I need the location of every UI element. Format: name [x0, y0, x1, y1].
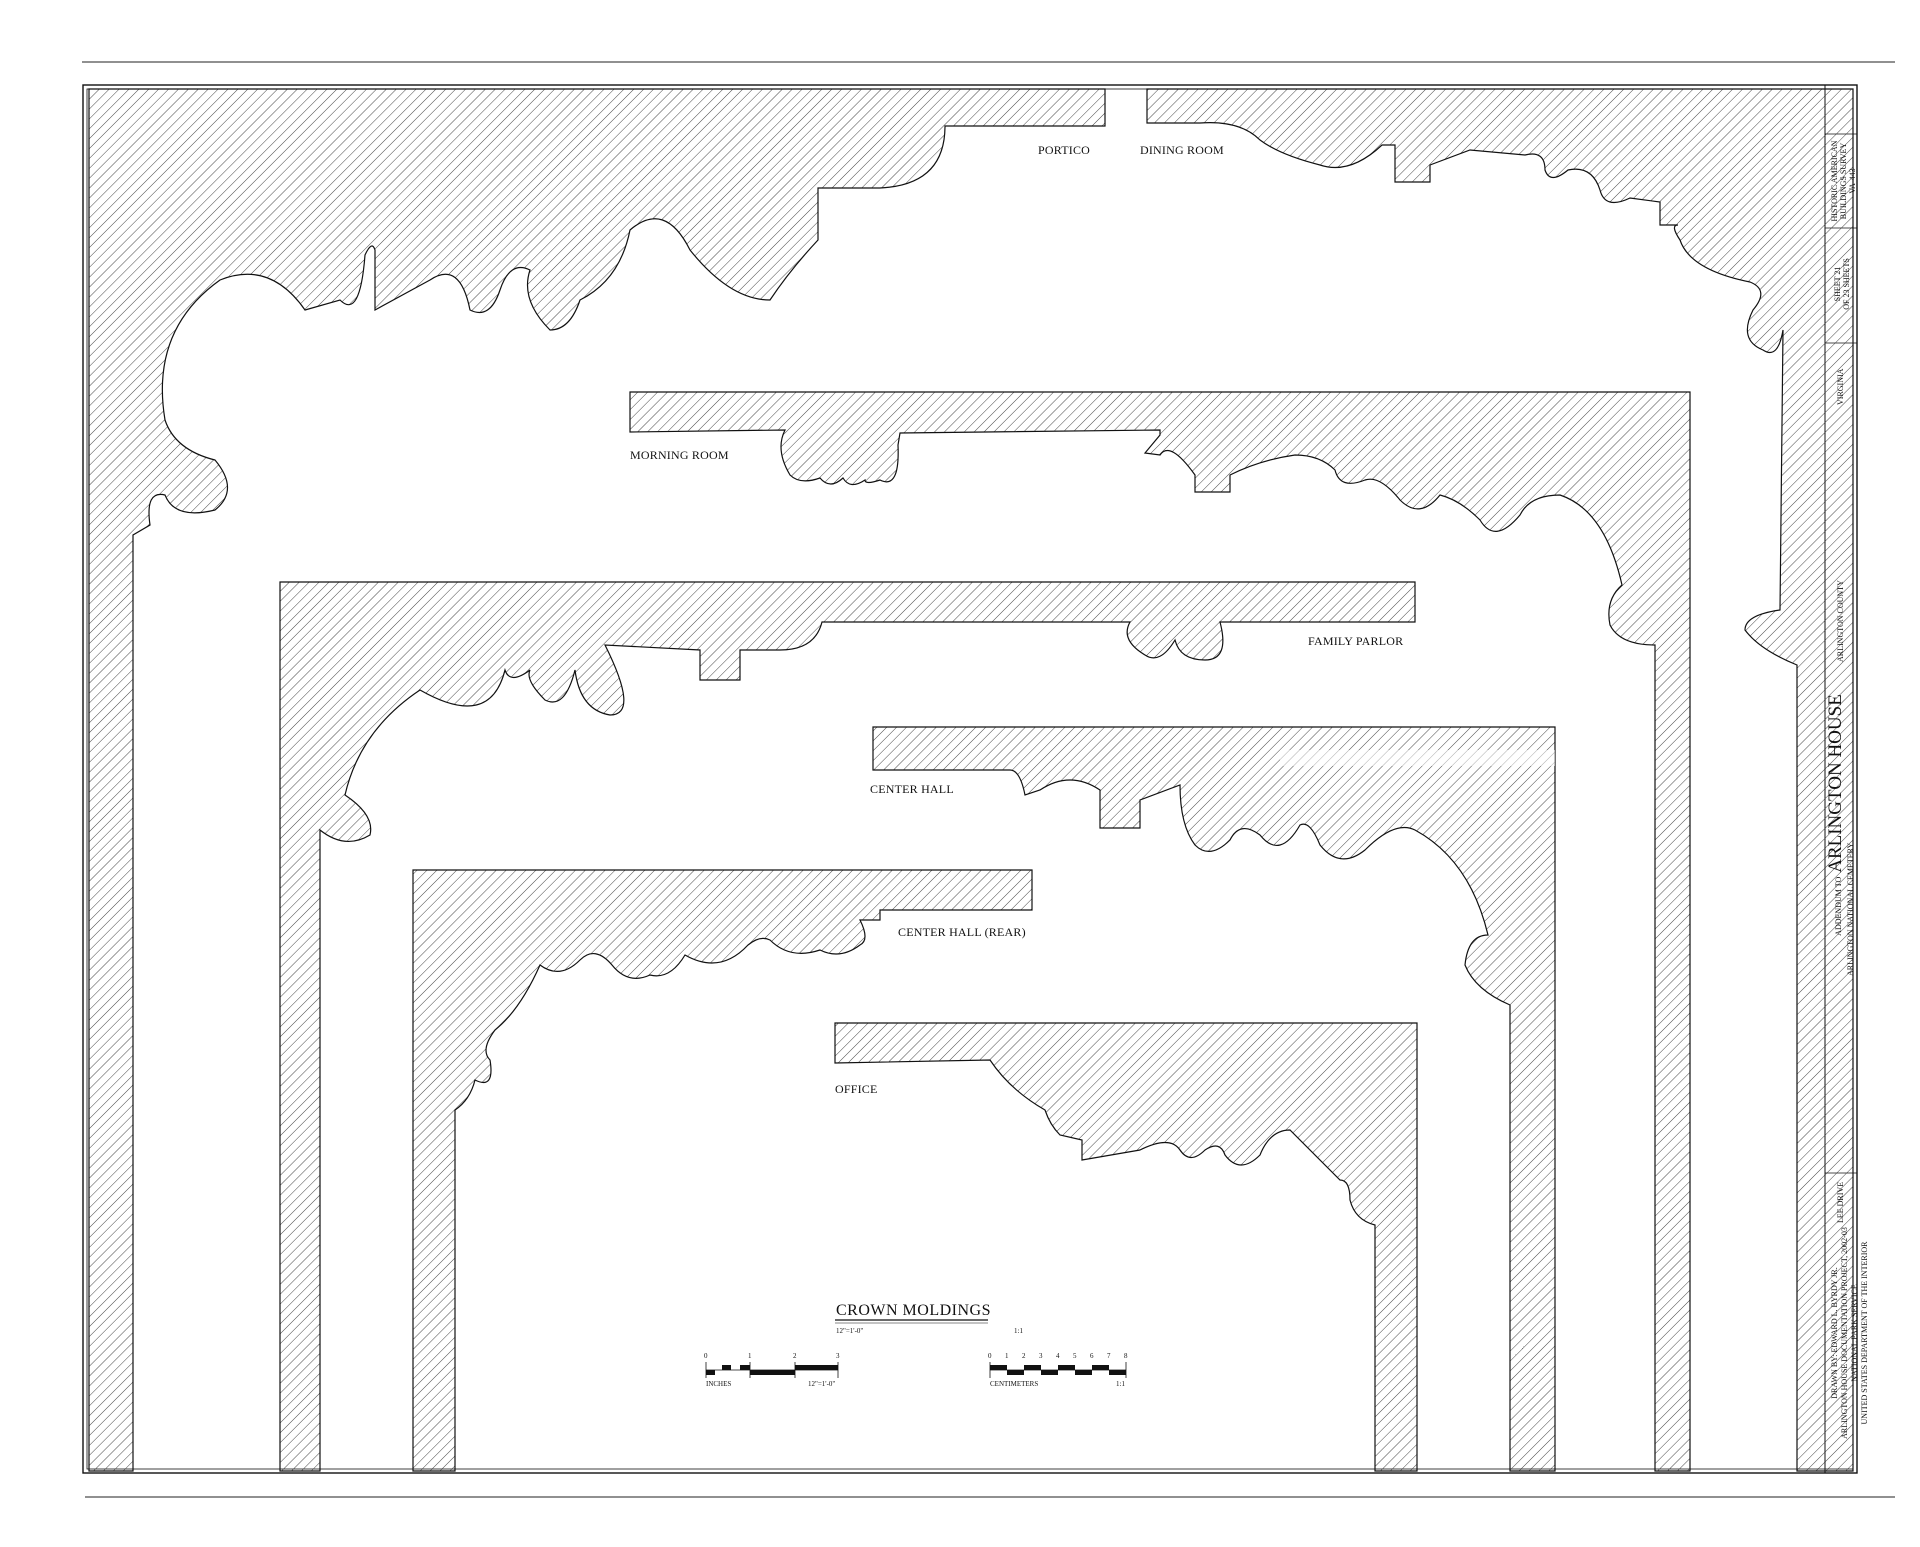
- molding-center-hall: [872, 726, 1556, 1472]
- cm-tick-6: 6: [1090, 1352, 1094, 1360]
- cm-tick-3: 3: [1039, 1352, 1043, 1360]
- label-center-hall-rear: CENTER HALL (REAR): [898, 925, 1026, 939]
- molding-center-hall-rear: [412, 869, 1033, 1472]
- scale-bar-inches: [705, 1362, 839, 1378]
- cm-tick-7: 7: [1107, 1352, 1111, 1360]
- molding-office: [834, 1022, 1418, 1472]
- drawing-title-scale-right: 1:1: [1014, 1327, 1023, 1335]
- inch-tick-1: 1: [748, 1352, 752, 1360]
- inch-scale-ratio: 12"=1'-0": [808, 1380, 836, 1388]
- title-block-drawn-by: DRAWN BY: EDWARD L. BYRDY JR.: [1830, 1267, 1839, 1399]
- label-portico: PORTICO: [1038, 143, 1091, 157]
- title-block-state: VIRGINIA: [1836, 368, 1845, 405]
- inch-scale-label: INCHES: [706, 1380, 732, 1388]
- cm-tick-4: 4: [1056, 1352, 1060, 1360]
- cm-tick-8: 8: [1124, 1352, 1128, 1360]
- frame-outer: [82, 84, 1858, 1474]
- title-block-project-line: ARLINGTON HOUSE DOCUMENTATION PROJECT, 2…: [1840, 1227, 1849, 1439]
- molding-family-parlor: [279, 581, 1416, 1472]
- title-block-addendum: ADDENDUM TO: [1834, 876, 1843, 936]
- cm-tick-0: 0: [988, 1352, 992, 1360]
- title-block-department: UNITED STATES DEPARTMENT OF THE INTERIOR: [1860, 1241, 1869, 1425]
- inch-tick-0: 0: [704, 1352, 708, 1360]
- inch-tick-3: 3: [836, 1352, 840, 1360]
- title-block-cemetery: ARLINGTON NATIONAL CEMETERY: [1846, 842, 1855, 976]
- drawing-title: CROWN MOLDINGS: [836, 1302, 991, 1319]
- label-morning-room: MORNING ROOM: [630, 448, 729, 462]
- label-family-parlor: FAMILY PARLOR: [1308, 634, 1404, 648]
- scan-fade-band: [1280, 750, 1555, 766]
- molding-morning-room: [629, 391, 1691, 1472]
- title-block-survey: HISTORIC AMERICAN BUILDINGS SURVEY VA-44…: [1830, 140, 1857, 222]
- drawing-title-scale-left: 12"=1'-0": [836, 1327, 864, 1335]
- title-block-project: ADDENDUM TO ARLINGTON HOUSE: [1825, 655, 1847, 975]
- label-center-hall: CENTER HALL: [870, 782, 954, 796]
- scale-bar-centimeters: [989, 1362, 1127, 1378]
- title-block-sheet: SHEET 21 OF 23 SHEETS: [1833, 258, 1851, 310]
- molding-dining-room: [1146, 88, 1854, 1472]
- cm-scale-ratio: 1:1: [1116, 1380, 1125, 1388]
- cm-tick-5: 5: [1073, 1352, 1077, 1360]
- cm-scale-label: CENTIMETERS: [990, 1380, 1039, 1388]
- title-block-county: ARLINGTON COUNTY: [1836, 580, 1845, 662]
- title-block-project-name: ARLINGTON HOUSE: [1825, 694, 1846, 873]
- inch-tick-2: 2: [793, 1352, 797, 1360]
- cm-tick-2: 2: [1022, 1352, 1026, 1360]
- molding-portico: [88, 88, 1106, 1472]
- cm-tick-1: 1: [1005, 1352, 1009, 1360]
- label-dining-room: DINING ROOM: [1140, 143, 1224, 157]
- title-block-agency: NATIONAL PARK SERVICE: [1850, 1284, 1859, 1382]
- title-block-credits: DRAWN BY: EDWARD L. BYRDY JR. ARLINGTON …: [1830, 1203, 1870, 1463]
- label-office: OFFICE: [835, 1082, 878, 1096]
